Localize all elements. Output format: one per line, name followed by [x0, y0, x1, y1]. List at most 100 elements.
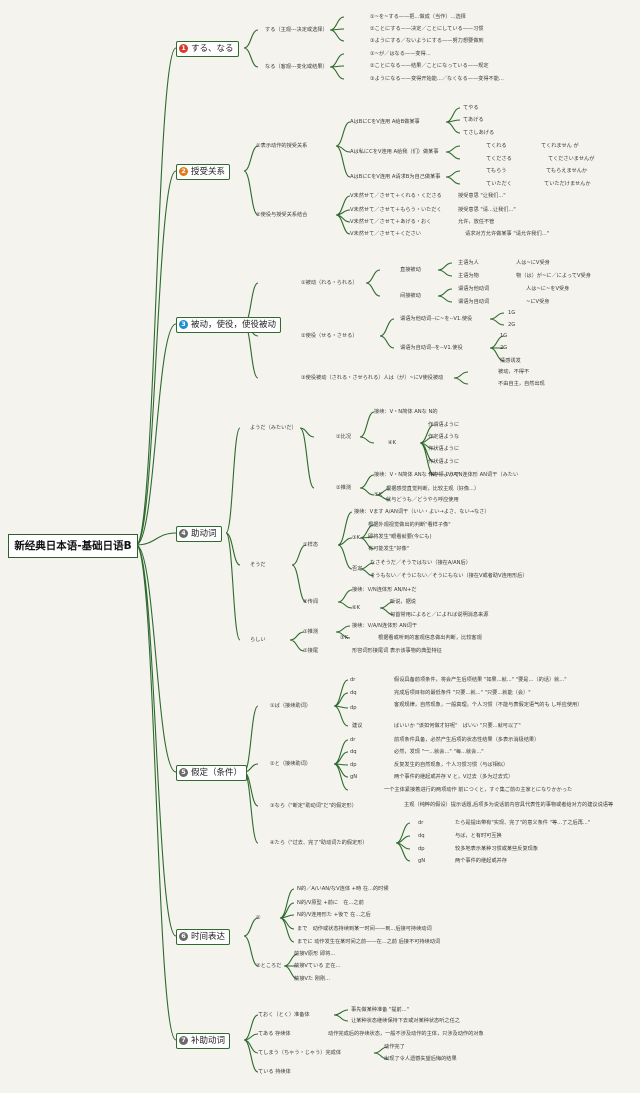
b4-node-28[interactable]: 听说，据说	[390, 598, 416, 605]
b1-node-6[interactable]: ②ことになる——结果／ことになっている——规定	[370, 62, 489, 69]
b2-node-22[interactable]: V未然せて／させて＋ください	[350, 230, 421, 237]
b2-node-21[interactable]: 允许，放任不管	[458, 218, 495, 225]
b4-node-2[interactable]: らしい	[250, 636, 266, 643]
b5-node-25[interactable]: 与ば，と有时可互换	[455, 832, 502, 839]
b3-node-3[interactable]: 直接被动	[400, 266, 421, 273]
b5-node-22[interactable]: dr	[418, 819, 424, 826]
b7-node-5[interactable]: 让某种状态继续保持下去或对某种状态听之任之	[351, 1017, 460, 1024]
b1-node-5[interactable]: ①~が／はなる——变得...	[370, 50, 431, 57]
b5-node-10[interactable]: 建议	[352, 722, 363, 729]
b4-node-19[interactable]: 根据外观视觉做出的判断"看样子像"	[368, 521, 451, 528]
b3-node-1[interactable]: ②使役（せる・させる）	[301, 332, 358, 339]
b5-node-0[interactable]: ①ば（接续助词）	[270, 702, 311, 709]
b5-node-2[interactable]: ③なら（"断定"助动词"だ"的假定形）	[270, 802, 357, 809]
b3-node-16[interactable]: 谓语为自动词--を--V1.使役	[400, 344, 463, 351]
b3-node-7[interactable]: 物（は）が~に／によってV受身	[516, 272, 591, 279]
b4-node-27[interactable]: ⑥K	[352, 604, 361, 611]
b7-node-8[interactable]: 出现了令人遗憾失望后悔的结果	[384, 1055, 457, 1062]
b5-node-20[interactable]: 一个主体紧接着进行的两项动作 前につくと，すぐ集ご前の主家とになりかかった	[384, 786, 573, 793]
b2-node-19[interactable]: 授受意思 "请...让我们..."	[458, 206, 516, 213]
b1-node-4[interactable]: ③ようにする／ないようにする——努力想要做到	[370, 37, 484, 44]
b6-node-6[interactable]: までに 动作发生在某时间之前——在...之前 后接不可持续动词	[297, 938, 441, 945]
b5-node-12[interactable]: dr	[350, 736, 356, 743]
b5-node-13[interactable]: 前项条件具备，必然产生后项的状态性结果（多表示消极结果）	[394, 736, 540, 743]
b2-node-16[interactable]: V未然せて／させて＋くれる・くださる	[350, 192, 442, 199]
b5-node-7[interactable]: 完成后项目标的最低条件 "只要...就..." "只要...就能（会）"	[394, 689, 531, 696]
b4-node-20[interactable]: 即将发生"眼看就要(今にも)	[368, 533, 432, 540]
b7-node-7[interactable]: 动作完了	[384, 1043, 405, 1050]
b2-node-11[interactable]: てくださいませんが	[548, 155, 595, 162]
b7-node-4[interactable]: 事先做某种准备 "提前..."	[351, 1006, 410, 1013]
b1-node-0[interactable]: する（主观---决定或选择）	[265, 26, 328, 33]
b1-node-1[interactable]: なる（客观---变化或结果）	[265, 63, 328, 70]
b3-node-13[interactable]: 谓语为他动词--に~を--V1.使役	[400, 315, 473, 322]
b4-node-8[interactable]: 作定语ような	[428, 433, 460, 440]
root-node[interactable]: 新经典日本语-基础日语B	[8, 534, 138, 558]
b3-node-5[interactable]: 人は~にV受身	[516, 259, 550, 266]
b2-node-2[interactable]: AはBにCをV连用 A给B做某事	[350, 118, 420, 125]
b2-node-20[interactable]: V未然せて／させて＋あげる・おく	[350, 218, 432, 225]
b4-node-1[interactable]: そうだ	[250, 561, 266, 568]
b3-node-9[interactable]: 谓语为他动词	[458, 285, 490, 292]
b6-node-0[interactable]: ①	[256, 914, 261, 921]
b1-node-2[interactable]: ①~を~する——把...做成（当作）...选择	[370, 13, 466, 20]
b4-node-10[interactable]: 作状语ように	[428, 458, 460, 465]
b5-node-15[interactable]: 必然，发现 "一...就会..." "每...就会..."	[394, 748, 484, 755]
b7-node-6[interactable]: 动作完成后的存续状态，一般不涉及动作的主体，只涉及动作的对象	[328, 1030, 484, 1037]
b2-node-14[interactable]: ていただく	[486, 180, 512, 187]
b4-node-33[interactable]: 根据看或听到的客观信息做出判断，比较客观	[378, 634, 482, 641]
b5-node-6[interactable]: dq	[350, 689, 357, 696]
b4-node-13[interactable]: 根据感觉直觉判断，比较主观（好像...）	[386, 485, 480, 492]
b5-node-14[interactable]: dq	[350, 748, 357, 755]
b6-node-2[interactable]: N的／A/いAN/なV连体 +時 在...的时候	[297, 885, 389, 892]
b6-node-1[interactable]: ②ところだ	[256, 962, 282, 969]
b5-node-8[interactable]: dp	[350, 704, 357, 711]
b7-node-0[interactable]: ておく（とく）准备体	[258, 1011, 310, 1018]
b3-node-19[interactable]: 情感诱发	[500, 357, 521, 364]
b6-node-8[interactable]: 前接Vている 正在...	[294, 962, 341, 969]
b6-node-7[interactable]: 前接V原形 即将...	[294, 950, 336, 957]
b4-node-17[interactable]: 接续：Vます A/AN词干（いい・よい→よさ、ない→なさ）	[354, 508, 490, 515]
b6-node-9[interactable]: 前接Vた 刚刚...	[294, 975, 331, 982]
b6-node-5[interactable]: まで 动作或状态持续到某一时间——到...后接可持续动词	[297, 925, 432, 932]
b4-node-22[interactable]: 否定	[352, 565, 363, 572]
b5-node-1[interactable]: ②と（接续助词）	[270, 760, 311, 767]
b3-node-6[interactable]: 主语为物	[458, 272, 479, 279]
b4-node-5[interactable]: 接续：V・N简体 ANな N的	[374, 408, 438, 415]
b3-node-10[interactable]: 人は~に~をV受身	[526, 285, 570, 292]
b3-node-12[interactable]: ~にV受身	[526, 298, 550, 305]
b2-node-4[interactable]: AはBにCをV连用 A请求B为自己做某事	[350, 173, 441, 180]
b4-node-34[interactable]: ②接尾	[303, 647, 319, 654]
b2-node-7[interactable]: てさしあげる	[463, 129, 495, 136]
b2-node-5[interactable]: てやる	[463, 104, 479, 111]
b4-node-24[interactable]: そうもない／そうにない／そうにもない（接在V或者助V连用形后）	[370, 572, 528, 579]
b2-node-1[interactable]: ②使役与授受关系结合	[256, 211, 308, 218]
b2-node-0[interactable]: ①表示动作的授受关系	[256, 142, 308, 149]
b3-node-17[interactable]: 1G	[500, 332, 508, 339]
b2-node-10[interactable]: てくださる	[486, 155, 512, 162]
b2-node-8[interactable]: てくれる	[486, 142, 507, 149]
b5-node-4[interactable]: dr	[350, 676, 356, 683]
b3-node-18[interactable]: 2G	[500, 344, 508, 351]
b5-node-16[interactable]: dp	[350, 761, 357, 768]
b5-node-11[interactable]: ばいいか "该如何做才好呢" ばいい "只要...就可以了"	[394, 722, 521, 729]
b4-node-12[interactable]: 接续：V・N简体 ANな N的——V/A/N连体形 AN词干（みたい	[374, 471, 519, 478]
b5-node-28[interactable]: gN	[418, 857, 426, 864]
b3-node-8[interactable]: 间接被动	[400, 292, 421, 299]
b4-node-6[interactable]: ④K	[388, 439, 397, 446]
b4-node-30[interactable]: ①推测	[303, 628, 319, 635]
b4-node-11[interactable]: 作中顿ようで	[428, 471, 460, 478]
b7-node-2[interactable]: てしまう（ちゃう・じゃう）完成体	[258, 1049, 342, 1056]
b6-node-4[interactable]: N的/V连用形た +後で 在...之后	[297, 911, 371, 918]
b4-node-7[interactable]: 作谓语ように	[428, 421, 460, 428]
b5-node-3[interactable]: ④たら（"过去、完了"助动词た的假定形）	[270, 839, 368, 846]
b2-node-18[interactable]: V未然せて／させて＋もらう・いただく	[350, 206, 442, 213]
b4-node-0[interactable]: ようだ（みたいだ）	[250, 424, 297, 431]
b4-node-25[interactable]: ②传闻	[303, 598, 319, 605]
b5-node-19[interactable]: 两个事件的继起或并存 V と，V过去（多为过去式）	[394, 773, 514, 780]
b5-node-21[interactable]: 主观（纯粹的假设）提示话题,后项多为说话前内容具代表性的事物或者给对方的建议说语…	[404, 801, 614, 808]
